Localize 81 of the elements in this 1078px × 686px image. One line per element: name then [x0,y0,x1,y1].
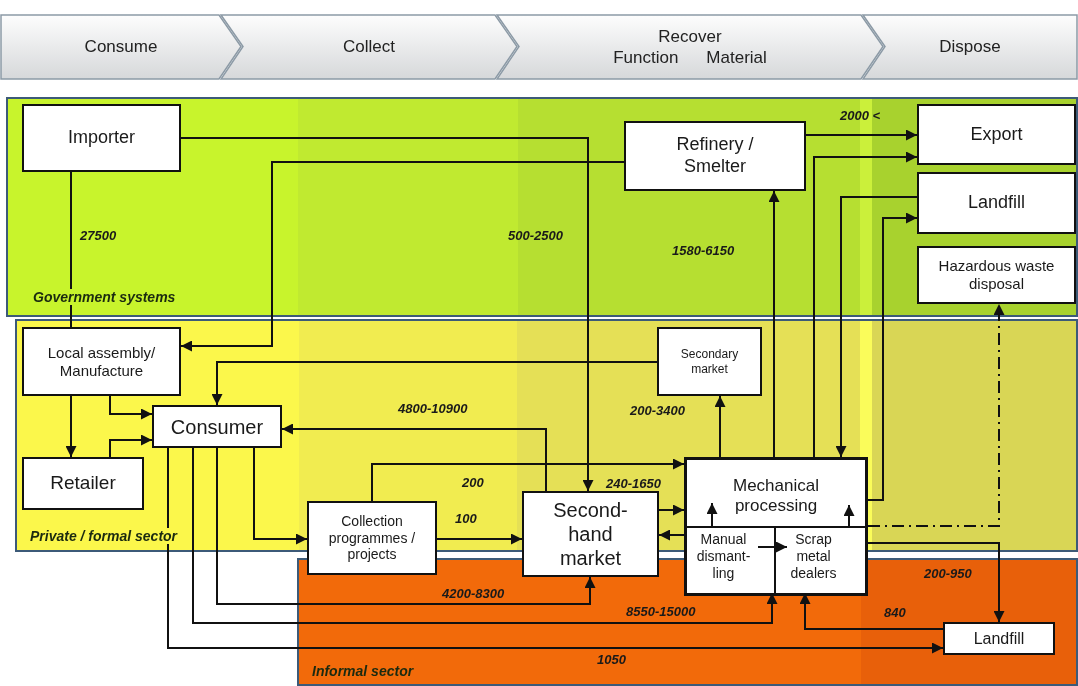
sector-label: Informal sector [311,663,415,679]
box-label: Importer [68,127,135,149]
sector-label: Private / formal sector [27,528,181,544]
box-label: Consumer [170,414,264,439]
flow-value: 8550-15000 [626,604,696,619]
arrow [805,129,918,141]
box-label: Export [970,123,1023,146]
box-label: Refinery / Smelter [675,134,755,178]
box-label: Hazardous waste disposal [937,257,1056,293]
process-box [522,491,659,577]
stage-banner [220,14,518,80]
process-box [657,327,762,396]
arrow [180,161,625,352]
stage-label: Consume [84,36,158,58]
arrow [658,504,685,516]
flow-value: 27500 [80,228,117,243]
arrow [281,423,547,492]
dashed-arrow [867,303,1005,527]
process-box [22,104,181,172]
box-label: Retailer [50,472,116,495]
flow-value: 1050 [597,652,626,667]
process-box [917,172,1076,234]
flow-value: 100 [455,511,477,526]
stage-label: Dispose [939,36,1001,58]
box-label: Local assembly/ Manufacture [46,343,157,380]
arrow [813,151,918,458]
arrow [867,212,918,501]
arrow [180,137,594,492]
arrow [843,504,855,527]
flow-value: 4200-8300 [442,586,505,601]
box-label: Collection programmes / projects [327,512,417,564]
flow-value: 200 [462,475,484,490]
flow-value: 4800-10900 [398,401,468,416]
process-box [624,121,806,191]
process-box [684,457,868,596]
box-label: Second- hand market [552,498,629,570]
arrow [167,447,944,654]
flow-value: 240-1650 [606,476,661,491]
process-box [917,104,1076,165]
arrow [65,395,77,458]
arrow [706,502,718,527]
process-box [152,405,282,448]
arrow [371,458,685,502]
stage-label: Function [613,47,679,69]
arrow [835,196,918,458]
arrow [436,533,523,545]
arrow [109,434,153,458]
stage-banner [862,14,1078,80]
box-label: Mechanical processing [732,476,820,517]
flow-value: 2000 < [840,108,881,123]
arrow [216,447,596,605]
flow-value: 500-2500 [508,228,563,243]
stage-label: Material [706,47,767,69]
stage-label: Collect [343,36,395,58]
arrow [109,395,153,420]
box-label: Manual dismant- ling [695,531,752,582]
process-section [687,526,776,593]
box-label: Scrap metal dealers [789,531,838,582]
stage-banner [0,14,242,80]
arrow [211,361,658,406]
box-label: Secondary market [679,347,740,376]
process-box [307,501,437,575]
flow-value: 1580-6150 [672,243,735,258]
process-box [917,246,1076,304]
arrow [768,190,780,458]
sector-band [6,97,1078,317]
flow-value: 200-950 [924,566,972,581]
arrow [714,395,726,458]
arrow [253,447,308,545]
flow-value: 200-3400 [630,403,685,418]
stage-banner [496,14,884,80]
stage-label: Recover [658,25,722,47]
connector-line [70,171,72,328]
process-box [22,457,144,510]
box-label: Landfill [967,192,1025,214]
box-label: Landfill [973,628,1025,649]
flow-value: 840 [884,605,906,620]
process-box [943,622,1055,655]
arrow [192,447,778,624]
arrow [757,541,788,553]
process-box [22,327,181,396]
